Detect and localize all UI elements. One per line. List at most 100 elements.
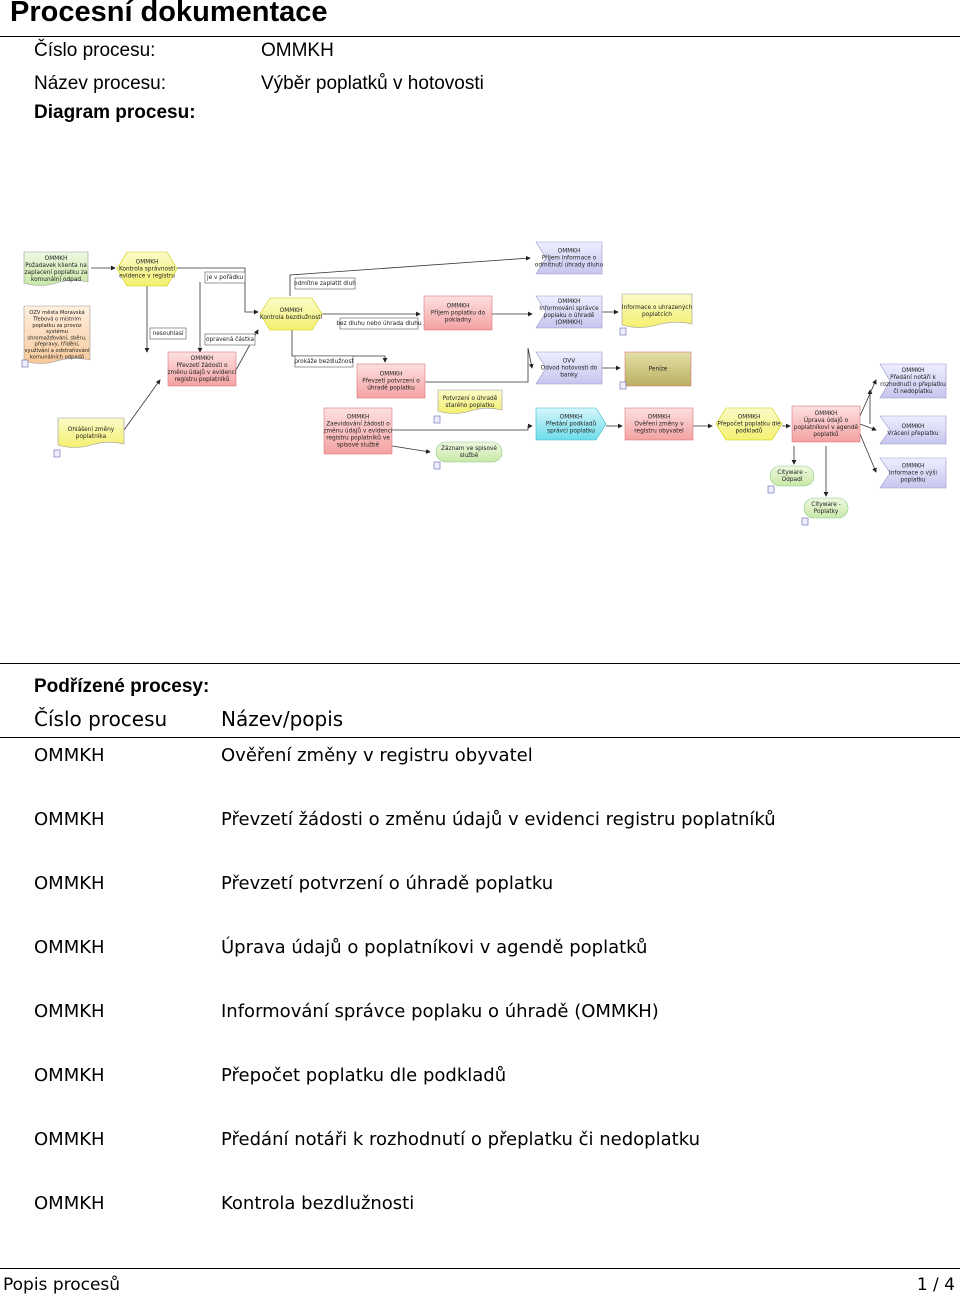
diagram-node-shape <box>535 407 607 441</box>
diagram-node-shape <box>769 465 815 487</box>
diagram-connector <box>392 423 533 431</box>
diagram-node-text: Záznam ve spisové <box>441 445 497 452</box>
diagram-node-shape <box>204 271 246 284</box>
diagram-node-text: starého poplatku <box>446 402 495 409</box>
diagram-node-text: Třebová o místním <box>32 316 81 323</box>
diagram-node-text: změnu údajů v evidenci <box>167 369 236 376</box>
diagram-node-text: Potvrzení o úhradě <box>443 395 498 402</box>
attachment-icon <box>801 517 809 526</box>
process-name-value: Výběr poplatků v hotovosti <box>261 73 484 94</box>
diagram-node-text: registru obyvatel <box>634 428 684 434</box>
row-name: Informování správce poplaku o úhradě (OM… <box>221 1001 659 1022</box>
diagram-node-text: poplatku <box>900 477 926 483</box>
row-number: OMMKH <box>34 745 105 766</box>
table-row: OMMKH Přepočet poplatku dle podkladů <box>0 1065 960 1095</box>
process-name-label: Název procesu: <box>34 73 167 94</box>
diagram-node-shape <box>294 355 354 368</box>
process-number-label: Číslo procesu: <box>34 40 156 61</box>
diagram-node-text: OMMKH <box>902 464 925 470</box>
diagram-node-text: komunální odpad <box>31 276 81 283</box>
diagram-node-shape <box>259 297 323 331</box>
row-name: Ověření změny v registru obyvatel <box>221 745 533 766</box>
diagram-node-text: Cityware - <box>811 502 840 508</box>
attachment-icon <box>433 461 441 470</box>
diagram-node-text: Úprava údajů o <box>804 417 849 424</box>
diagram-node-text: poplatníka <box>76 433 107 440</box>
attachment-icon <box>767 485 775 494</box>
diagram-label: Diagram procesu: <box>34 102 196 123</box>
diagram-node-text: Ohlášení změny <box>68 426 115 433</box>
row-name: Přepočet poplatku dle podkladů <box>221 1065 507 1086</box>
diagram-node-shape <box>715 407 783 441</box>
diagram-connector <box>425 347 534 383</box>
diagram-node-text: podkladů <box>736 427 763 434</box>
page-number: 1 / 4 <box>916 1275 955 1295</box>
diagram-node-shape <box>879 457 947 489</box>
row-name: Předání notáři k rozhodnutí o přeplatku … <box>221 1129 700 1150</box>
diagram-node-text: Peníze <box>649 365 668 372</box>
diagram-node-shape <box>535 241 603 275</box>
diagram-node-text: Cityware - <box>777 470 806 476</box>
diagram-node-shape <box>356 363 426 399</box>
diagram-node-text: OMMKH <box>558 249 581 255</box>
diagram-node-text: registru poplatníků <box>175 376 230 383</box>
diagram-node-text: Kontrola bezdlužnosti <box>260 314 323 321</box>
attachment-icon <box>53 449 61 458</box>
diagram-node-text: systému <box>46 328 68 335</box>
diagram-node-text: či nedoplatku <box>893 388 932 395</box>
diagram-node: odmítne zaplatit dluh <box>294 277 356 290</box>
diagram-node-text: Zaevidování žádosti o <box>326 421 390 428</box>
subprocesses-heading: Podřízené procesy: <box>34 676 210 697</box>
diagram-node-text: službě <box>460 452 479 459</box>
diagram-node-text: odmítnutí úhrady dluhu <box>535 261 604 268</box>
diagram-node-shape <box>803 497 849 519</box>
diagram-node-text: Informace o uhrazených <box>622 304 693 311</box>
diagram-node-text: Přepočet poplatku dle <box>717 420 781 427</box>
attachment-icon <box>619 327 627 336</box>
diagram-node-text: nesouhlasí <box>153 330 184 337</box>
diagram-node-shape <box>323 407 393 455</box>
row-name: Úprava údajů o poplatníkovi v agendě pop… <box>221 937 648 958</box>
diagram-node-shape <box>167 351 237 387</box>
diagram-node: Cityware -Poplatky <box>803 497 849 519</box>
diagram-node-text: správci poplatku <box>547 427 595 434</box>
diagram-node-text: Předání podkladů <box>546 420 597 427</box>
diagram-divider <box>0 663 960 664</box>
row-number: OMMKH <box>34 1001 105 1022</box>
diagram-node-shape <box>624 407 694 441</box>
row-name: Převzetí potvrzení o úhradě poplatku <box>221 873 554 894</box>
diagram-node-text: OVV <box>563 359 575 365</box>
attachment-icon <box>21 359 29 368</box>
diagram-node-text: Požadavek klienta na <box>25 262 87 269</box>
diagram-node-shape <box>23 305 91 364</box>
diagram-connector <box>123 379 161 431</box>
diagram-node-text: OMMKH <box>902 368 925 374</box>
diagram-node-text: využívání a odstraňování <box>24 347 90 354</box>
diagram-node-shape <box>23 251 89 286</box>
diagram-node-shape <box>535 295 603 329</box>
table-row: OMMKH Převzetí žádosti o změnu údajů v e… <box>0 809 960 839</box>
row-name: Kontrola bezdlužnosti <box>221 1193 415 1214</box>
diagram-node-text: banky <box>560 372 578 378</box>
diagram-node-text: Informování správce <box>539 305 599 312</box>
diagram-node-text: Převzetí potvrzení o <box>362 377 420 384</box>
diagram-node-shape <box>437 389 503 414</box>
row-number: OMMKH <box>34 809 105 830</box>
diagram-node-text: OMMKH <box>380 372 403 378</box>
diagram-connector <box>859 379 877 417</box>
diagram-node-text: OMMKH <box>347 415 370 421</box>
diagram-node-text: OMMKH <box>558 299 581 305</box>
diagram-connector <box>289 255 531 296</box>
